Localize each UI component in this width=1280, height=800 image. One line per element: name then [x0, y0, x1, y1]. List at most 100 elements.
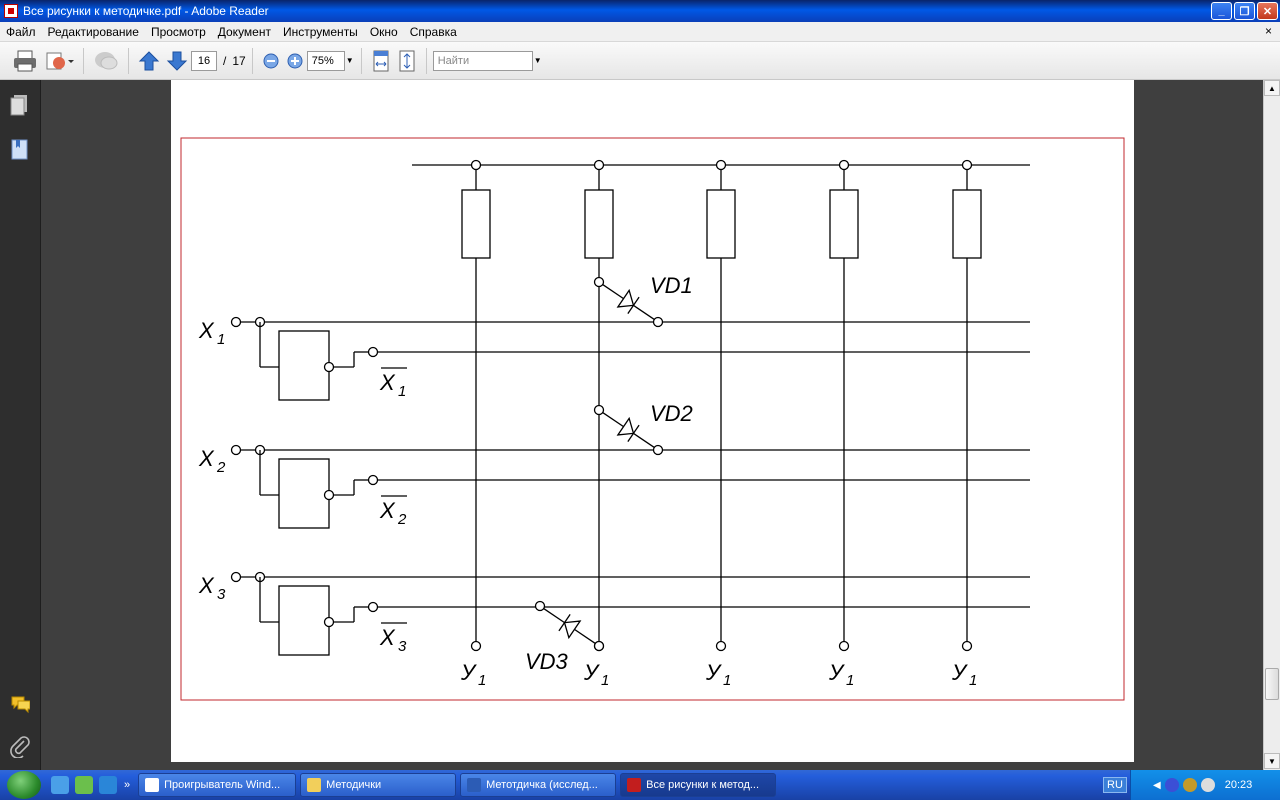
resistor	[706, 189, 736, 259]
window-titlebar: Все рисунки к методичке.pdf - Adobe Read…	[0, 0, 1280, 22]
diode-node	[652, 444, 664, 456]
task-folder[interactable]: Методички	[300, 773, 457, 797]
taskbar: » Проигрыватель Wind... Методички Метотд…	[0, 770, 1280, 800]
volume-icon[interactable]	[1200, 778, 1215, 792]
print-button[interactable]	[12, 47, 38, 75]
windows-logo-icon	[7, 771, 41, 799]
scroll-down-icon[interactable]: ▼	[1264, 753, 1280, 769]
tray-app-icon[interactable]	[1182, 778, 1197, 792]
inverted-node	[367, 474, 379, 486]
tray-expand-icon[interactable]: ◀	[1153, 779, 1161, 791]
comments-icon[interactable]	[10, 694, 30, 716]
inverter-gate	[278, 585, 330, 656]
inverted-label-sub: 1	[398, 383, 406, 400]
output-node	[961, 640, 973, 652]
pages-icon[interactable]	[10, 94, 30, 116]
diagram-frame	[180, 137, 1125, 701]
output-label-sub: 1	[723, 672, 731, 689]
diode-symbol	[616, 288, 635, 308]
media-player-icon	[145, 778, 160, 792]
diode-node	[593, 640, 605, 652]
start-button[interactable]	[0, 770, 48, 800]
task-adobe-reader[interactable]: Все рисунки к метод...	[620, 773, 777, 797]
menu-document[interactable]: Документ	[217, 24, 271, 39]
bus-node	[470, 159, 482, 171]
diode-label: VD2	[650, 401, 693, 426]
resistor	[584, 189, 614, 259]
find-input[interactable]: Найти	[432, 50, 533, 71]
inverted-label-sub: 3	[398, 638, 407, 655]
output-label-y: У	[828, 660, 845, 685]
ql-desktop-icon[interactable]	[75, 776, 93, 794]
next-page-button[interactable]	[166, 47, 188, 75]
collaborate-button[interactable]	[44, 47, 74, 75]
task-word-doc[interactable]: Метотдичка (исслед...	[460, 773, 617, 797]
menu-help[interactable]: Справка	[409, 24, 457, 39]
close-document-icon[interactable]: ×	[1264, 24, 1272, 38]
diode-node	[593, 276, 605, 288]
find-chevron-down-icon[interactable]: ▼	[533, 56, 542, 65]
diode-lead	[602, 411, 624, 428]
ql-more-icon[interactable]: »	[124, 779, 131, 791]
adobe-reader-icon	[4, 4, 18, 18]
menu-window[interactable]: Окно	[369, 24, 398, 39]
input-label-sub: 2	[216, 459, 226, 476]
zoom-level-select[interactable]: 75%	[306, 50, 345, 71]
pdf-icon	[627, 778, 642, 792]
page-number-input[interactable]: 16	[191, 50, 217, 71]
diode-lead	[602, 283, 624, 300]
resistor	[461, 189, 491, 259]
scroll-thumb[interactable]	[1265, 668, 1279, 700]
diode-node	[534, 600, 546, 612]
bluetooth-icon[interactable]	[1164, 778, 1179, 792]
diode-lead	[543, 607, 565, 624]
input-node	[230, 316, 242, 328]
bookmarks-icon[interactable]	[10, 138, 30, 160]
close-button[interactable]: ✕	[1257, 2, 1278, 20]
arrow-down-icon	[166, 51, 188, 71]
output-label-y: У	[583, 660, 600, 685]
output-label-sub: 1	[601, 672, 609, 689]
scroll-up-icon[interactable]: ▲	[1264, 80, 1280, 96]
output-label-y: У	[460, 660, 477, 685]
diode-symbol	[563, 620, 582, 640]
navigation-sidebar	[0, 80, 41, 770]
fit-page-icon	[399, 50, 415, 71]
page-separator: /	[223, 53, 227, 68]
diode-bar	[558, 613, 571, 632]
zoom-out-icon	[263, 53, 279, 68]
menu-edit[interactable]: Редактирование	[47, 24, 139, 39]
input-node	[230, 571, 242, 583]
task-media-player[interactable]: Проигрыватель Wind...	[138, 773, 297, 797]
zoom-in-button[interactable]	[286, 47, 304, 75]
resistor	[829, 189, 859, 259]
chevron-down-icon[interactable]: ▼	[345, 56, 354, 65]
vertical-scrollbar[interactable]: ▲ ▼	[1263, 80, 1280, 770]
attachments-paperclip-icon[interactable]	[10, 736, 30, 758]
minimize-button[interactable]: _	[1211, 2, 1232, 20]
system-tray: RU ◀ 20:23	[1103, 770, 1280, 800]
folder-icon	[307, 778, 322, 792]
input-label-sub: 1	[217, 331, 225, 348]
menu-file[interactable]: Файл	[6, 24, 36, 39]
inverted-label-x: X	[379, 498, 396, 523]
zoom-out-button[interactable]	[262, 47, 280, 75]
review-button[interactable]	[93, 47, 119, 75]
diode-node	[652, 316, 664, 328]
restore-button[interactable]: ❐	[1234, 2, 1255, 20]
menu-view[interactable]: Просмотр	[150, 24, 206, 39]
ql-ie-icon[interactable]	[51, 776, 69, 794]
ql-browser-icon[interactable]	[99, 776, 117, 794]
output-label-sub: 1	[478, 672, 486, 689]
language-indicator[interactable]: RU	[1103, 777, 1127, 793]
menu-tools[interactable]: Инструменты	[282, 24, 358, 39]
inverter-output-node	[323, 489, 335, 501]
fit-page-button[interactable]	[397, 47, 417, 75]
diode-lead	[633, 432, 655, 449]
word-doc-icon	[467, 778, 482, 792]
previous-page-button[interactable]	[138, 47, 160, 75]
fit-width-button[interactable]	[371, 47, 391, 75]
